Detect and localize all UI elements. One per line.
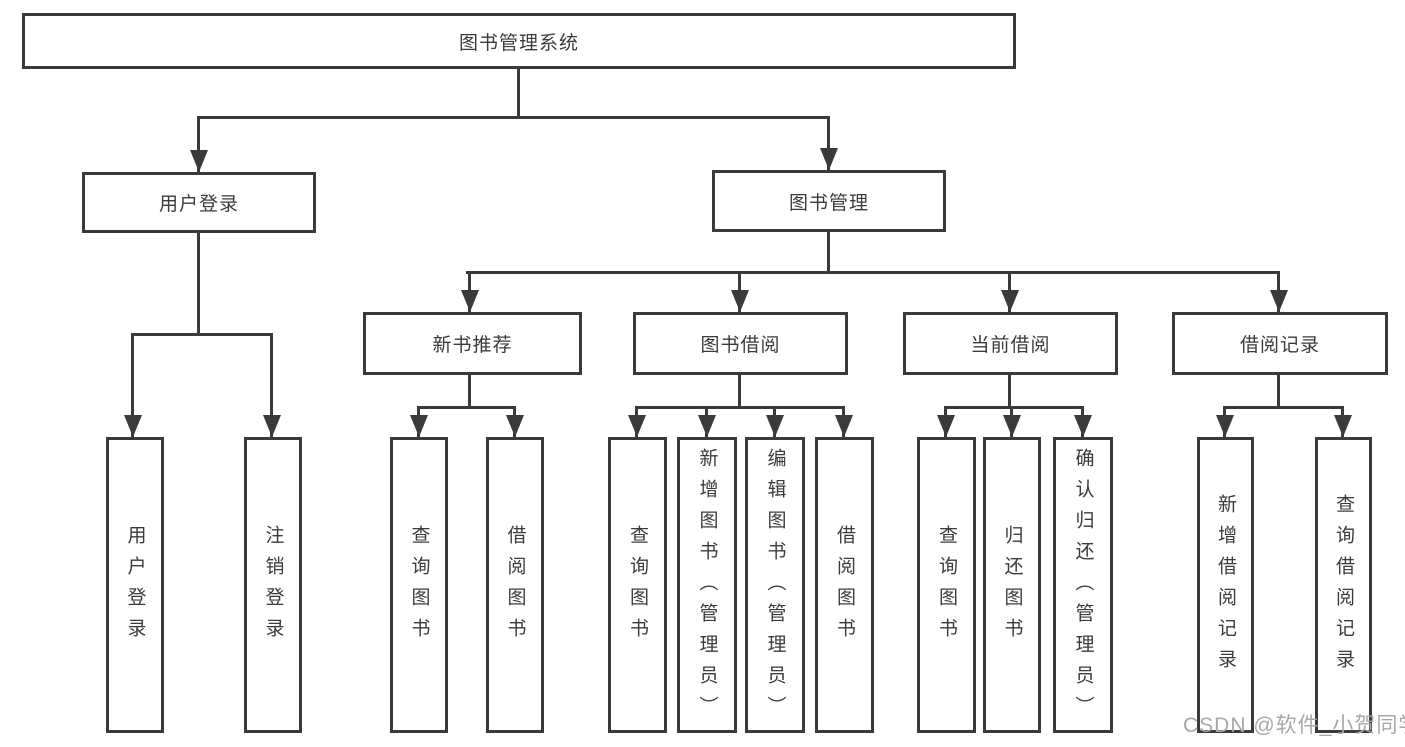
arrow-down-icon	[698, 415, 716, 437]
connector-hline	[197, 116, 830, 119]
leaf-borrow-books-recommend: 借阅图书	[486, 437, 544, 733]
arrow-down-icon	[937, 415, 955, 437]
arrow-down-icon	[628, 415, 646, 437]
connector-hline	[635, 406, 845, 409]
arrow-down-icon	[835, 415, 853, 437]
connector-vline	[738, 375, 741, 408]
arrow-down-icon	[1003, 415, 1021, 437]
leaf-logout: 注销登录	[244, 437, 302, 733]
arrow-down-icon	[1270, 290, 1288, 312]
arrow-down-icon	[1216, 415, 1234, 437]
node-user-login: 用户登录	[82, 172, 316, 233]
arrow-down-icon	[506, 415, 524, 437]
connector-hline	[466, 271, 1280, 274]
arrow-down-icon	[766, 415, 784, 437]
arrow-down-icon	[1001, 290, 1019, 312]
connector-vline	[131, 335, 134, 437]
leaf-return-books: 归还图书	[983, 437, 1041, 733]
connector-hline	[131, 333, 273, 336]
watermark: CSDN @软件_小贺同学	[1183, 714, 1405, 737]
leaf-confirm-return-admin: 确认归还（管理员）	[1053, 437, 1113, 733]
connector-vline	[1277, 375, 1280, 408]
arrow-down-icon	[820, 148, 838, 170]
connector-vline	[197, 233, 200, 335]
arrow-down-icon	[731, 290, 749, 312]
connector-hline	[944, 406, 1084, 409]
connector-vline	[517, 69, 520, 118]
arrow-down-icon	[263, 415, 281, 437]
leaf-add-books-admin: 新增图书（管理员）	[677, 437, 737, 733]
connector-vline	[827, 118, 830, 170]
arrow-down-icon	[461, 290, 479, 312]
node-book-borrow: 图书借阅	[633, 312, 848, 375]
connector-vline	[1008, 375, 1011, 408]
arrow-down-icon	[190, 150, 208, 172]
leaf-user-login: 用户登录	[106, 437, 164, 733]
leaf-query-books-borrow: 查询图书	[608, 437, 667, 733]
node-book-management: 图书管理	[712, 170, 946, 232]
connector-hline	[417, 406, 516, 409]
node-new-book-recommend: 新书推荐	[363, 312, 582, 375]
leaf-borrow-books: 借阅图书	[815, 437, 874, 733]
node-borrow-records: 借阅记录	[1172, 312, 1388, 375]
leaf-edit-books-admin: 编辑图书（管理员）	[745, 437, 805, 733]
connector-vline	[270, 335, 273, 437]
leaf-query-books-current: 查询图书	[917, 437, 976, 733]
leaf-add-borrow-record: 新增借阅记录	[1197, 437, 1254, 733]
connector-vline	[468, 375, 471, 408]
arrow-down-icon	[1074, 415, 1092, 437]
connector-vline	[827, 232, 830, 273]
leaf-query-books-recommend: 查询图书	[390, 437, 448, 733]
connector-hline	[1223, 406, 1344, 409]
connector-vline	[197, 118, 200, 172]
arrow-down-icon	[1334, 415, 1352, 437]
arrow-down-icon	[410, 415, 428, 437]
leaf-query-borrow-record: 查询借阅记录	[1315, 437, 1372, 733]
node-library-system: 图书管理系统	[22, 13, 1016, 69]
arrow-down-icon	[124, 415, 142, 437]
node-current-borrow: 当前借阅	[903, 312, 1118, 375]
